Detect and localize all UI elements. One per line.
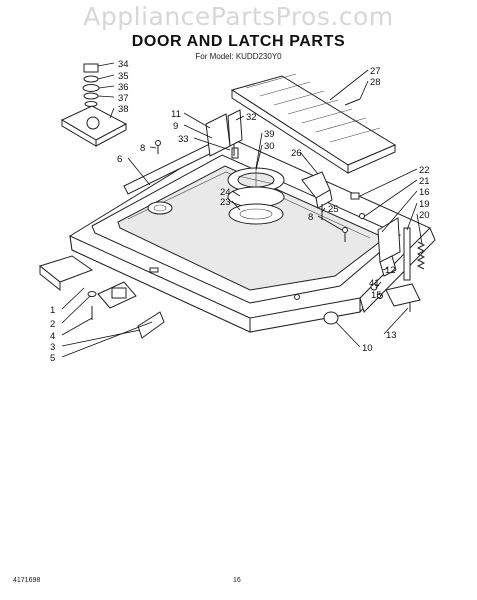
lower-left-latch [38, 255, 165, 339]
callout-16: 16 [419, 187, 430, 198]
diagram-title: DOOR AND LATCH PARTS [131, 33, 346, 50]
watermark: AppliancePartsPros.com [83, 2, 394, 31]
callout-21: 21 [419, 176, 430, 187]
callout-39: 39 [264, 129, 275, 140]
callout-33: 33 [178, 134, 189, 145]
callout-11: 11 [171, 109, 181, 120]
callout-8-right: 8 [308, 212, 313, 223]
callout-36: 36 [118, 82, 129, 93]
callout-24: 24 [220, 187, 231, 198]
callout-13: 13 [386, 330, 397, 341]
document-number: 4171698 [13, 577, 41, 584]
callout-9: 9 [173, 121, 178, 132]
callout-20: 20 [419, 210, 430, 221]
callout-2: 2 [50, 319, 55, 330]
callout-6: 6 [117, 154, 122, 165]
callout-10: 10 [362, 343, 373, 354]
callout-8-left: 8 [140, 143, 145, 154]
callout-5: 5 [50, 353, 55, 364]
callout-19: 19 [419, 199, 430, 210]
dispenser-cap-assembly [60, 63, 128, 147]
door-panel [69, 132, 436, 333]
callout-25: 25 [328, 204, 339, 215]
callout-41: 41 [369, 278, 380, 289]
callout-28: 28 [370, 77, 381, 88]
callout-30: 30 [264, 141, 275, 152]
latch-bracket [205, 109, 243, 159]
screws [155, 140, 348, 242]
callout-4: 4 [50, 331, 55, 342]
callout-23: 23 [220, 197, 231, 208]
right-hinge-parts [350, 192, 426, 281]
callout-38: 38 [118, 104, 129, 115]
callout-3: 3 [50, 342, 55, 353]
callout-34: 34 [118, 59, 129, 70]
leader-lines [61, 62, 423, 358]
model-line: For Model: KUDD230Y0 [195, 52, 282, 61]
spray-wheel [227, 167, 285, 225]
callout-35: 35 [118, 71, 129, 82]
vent-assembly [230, 73, 397, 174]
callout-12: 12 [385, 265, 396, 276]
page-number: 16 [233, 577, 241, 584]
callout-32: 32 [246, 112, 257, 123]
callout-15: 15 [371, 290, 382, 301]
callout-26: 26 [291, 148, 302, 159]
callout-37: 37 [118, 93, 129, 104]
callout-22: 22 [419, 165, 430, 176]
callout-27: 27 [370, 66, 381, 77]
callout-1: 1 [50, 305, 55, 316]
callout-labels: 34 35 36 37 38 11 9 32 33 39 30 8 6 27 2… [50, 59, 430, 364]
